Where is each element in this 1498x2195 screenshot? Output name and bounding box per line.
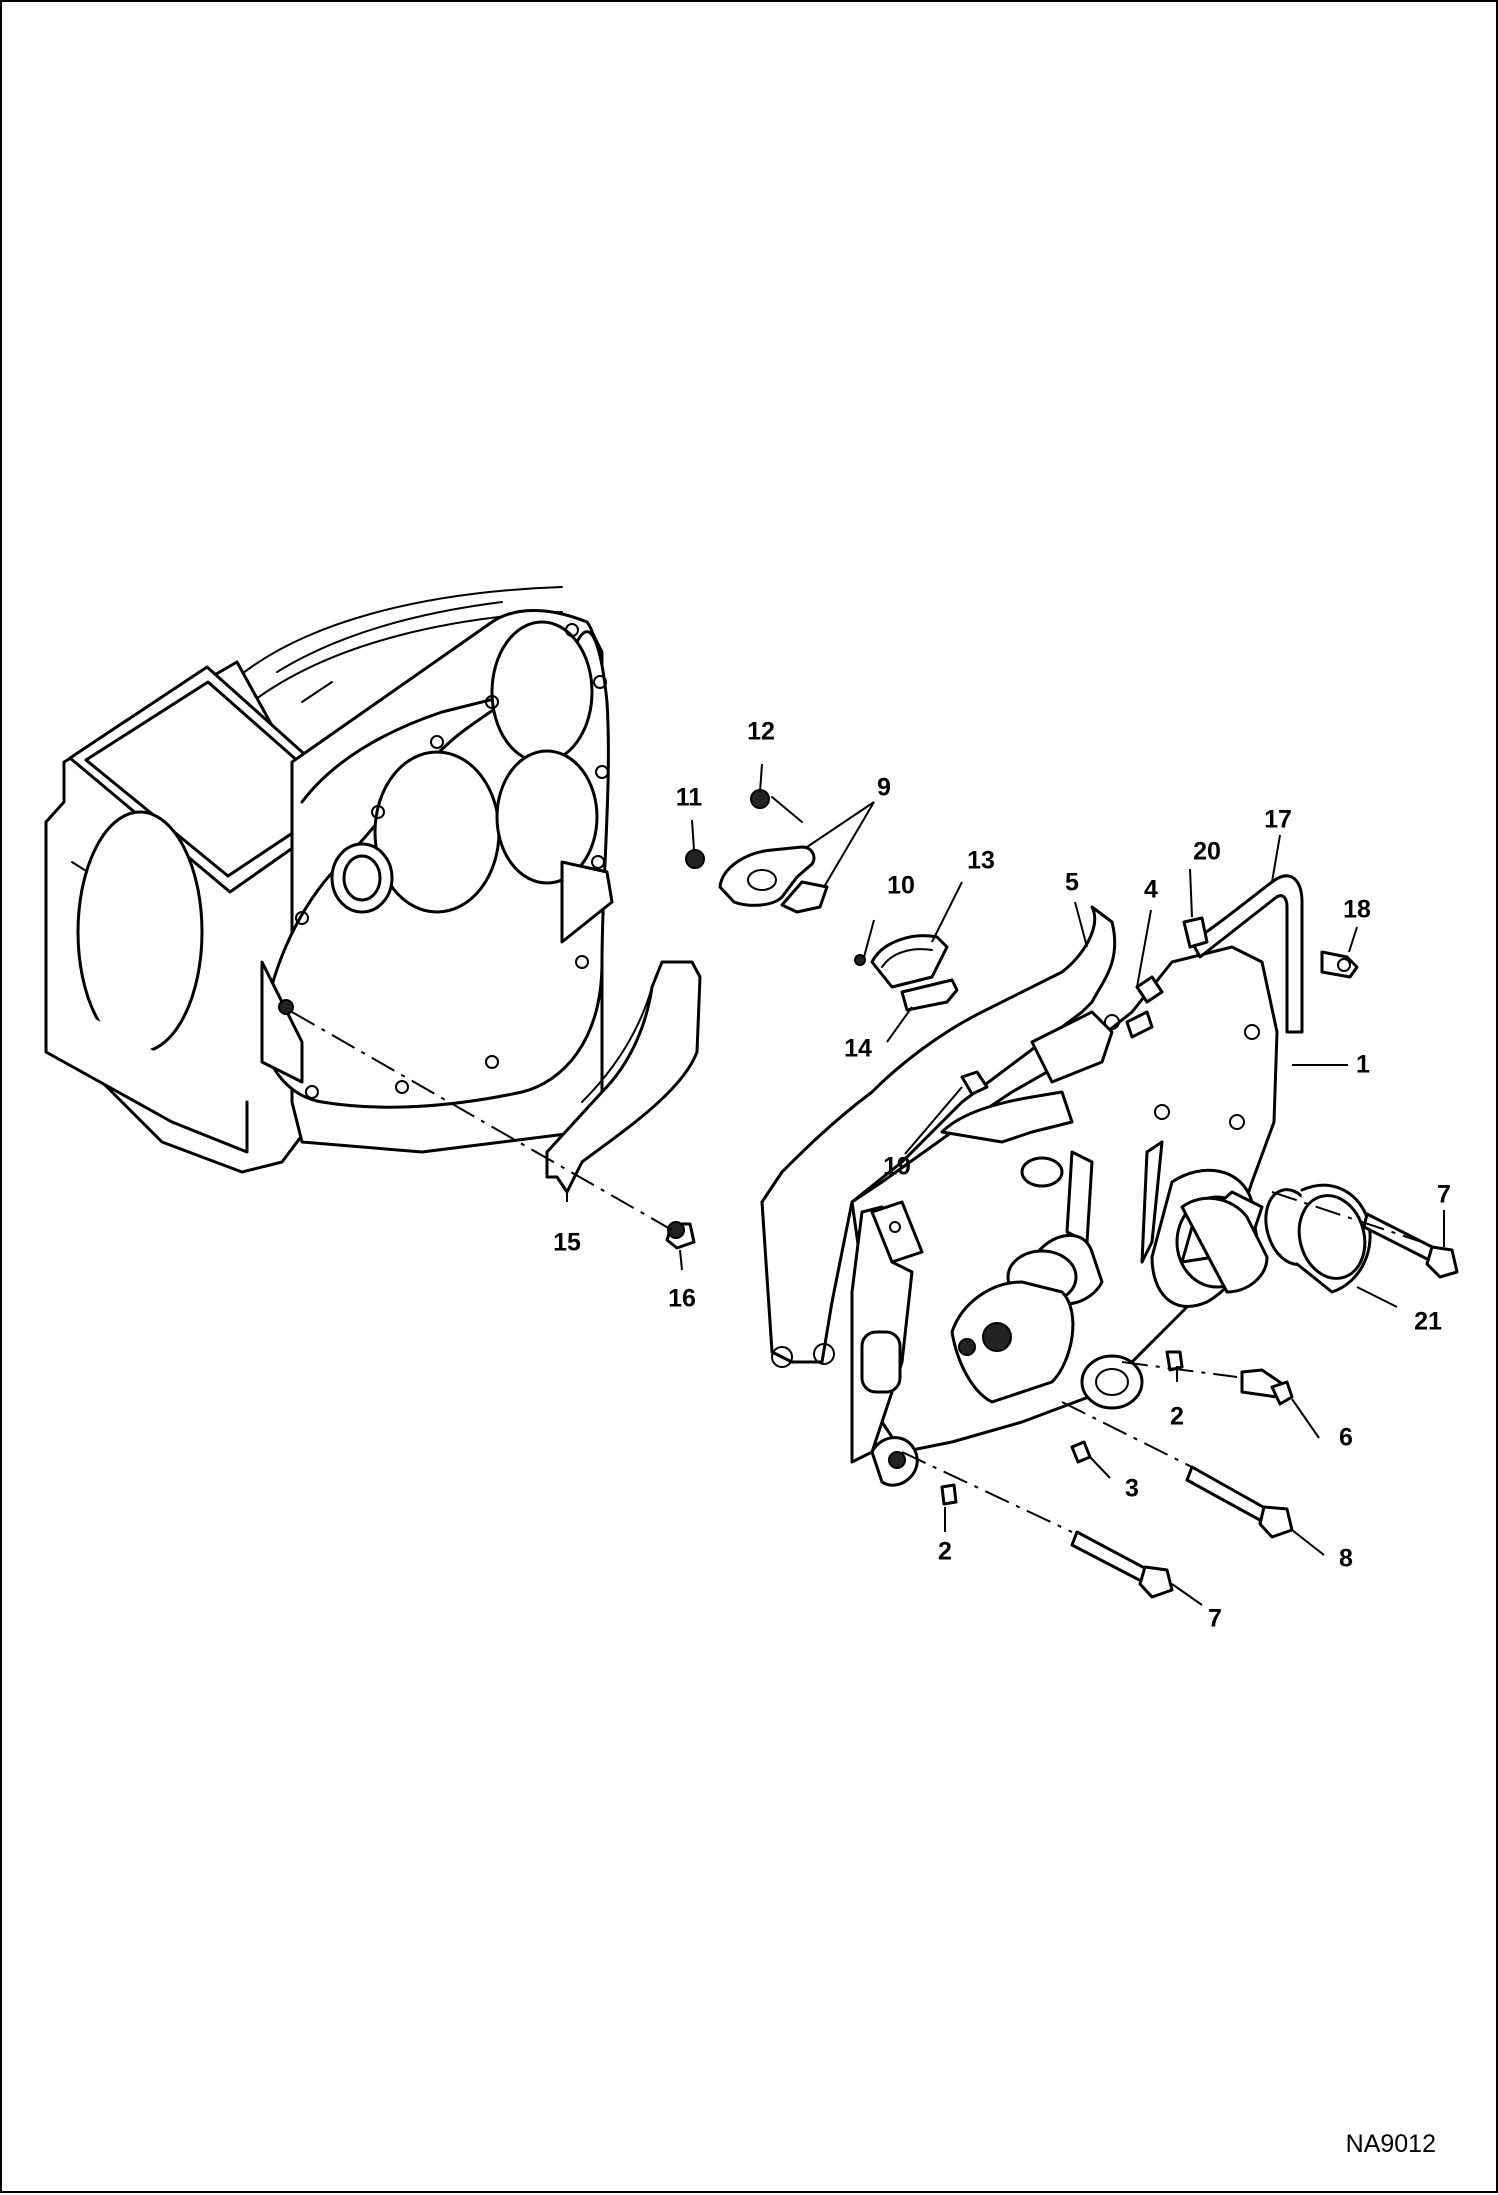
callout-10: 10 — [887, 871, 915, 900]
gear-case — [760, 905, 1279, 1487]
cover-plate-parts — [685, 789, 959, 1012]
seal-plate-part — [545, 960, 702, 1194]
callout-1: 1 — [1356, 1050, 1370, 1079]
callout-18: 18 — [1343, 895, 1371, 924]
flywheel-housing — [44, 586, 614, 1174]
callout-13: 13 — [967, 846, 995, 875]
callout-17: 17 — [1264, 805, 1292, 834]
callout-5: 5 — [1065, 868, 1079, 897]
callout-7b: 7 — [1208, 1604, 1222, 1633]
callout-15: 15 — [553, 1228, 581, 1257]
bolt-part — [665, 1221, 696, 1250]
callout-14: 14 — [844, 1034, 872, 1063]
leader-lines — [566, 763, 1445, 1606]
breather-hose — [1190, 874, 1304, 1034]
bolt-parts — [940, 1212, 1459, 1599]
oil-seal-cap — [1264, 1183, 1372, 1294]
callout-4: 4 — [1144, 875, 1158, 904]
callout-19: 19 — [883, 1152, 911, 1181]
sensor-part — [1182, 916, 1209, 949]
callout-3: 3 — [1125, 1474, 1139, 1503]
callout-6: 6 — [1339, 1423, 1353, 1452]
callout-8: 8 — [1339, 1544, 1353, 1573]
callout-21: 21 — [1414, 1307, 1442, 1336]
callout-11: 11 — [675, 783, 703, 812]
figure-code: NA9012 — [1345, 2130, 1436, 2158]
callout-20: 20 — [1193, 837, 1221, 866]
hose-clip — [1320, 950, 1359, 979]
callout-9: 9 — [877, 773, 891, 802]
callout-16: 16 — [668, 1284, 696, 1313]
callout-7a: 7 — [1437, 1180, 1451, 1209]
callout-2b: 2 — [938, 1537, 952, 1566]
callout-12: 12 — [747, 717, 775, 746]
callout-2a: 2 — [1170, 1402, 1184, 1431]
